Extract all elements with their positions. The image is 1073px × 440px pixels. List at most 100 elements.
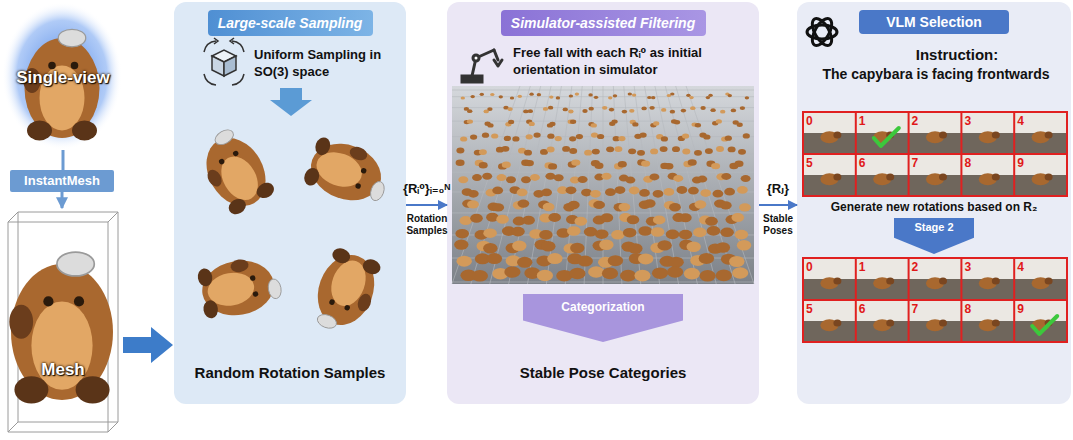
capybara-dot — [502, 162, 511, 168]
capybara-dot — [629, 109, 634, 113]
capybara-dot — [459, 216, 472, 225]
label-slot: 3 — [964, 114, 978, 128]
grid-frame — [803, 112, 1067, 196]
capybara-dot — [591, 123, 597, 127]
text-slot: InstantMesh — [10, 170, 114, 192]
capybara-render — [886, 320, 894, 327]
header-text: Simulator-assisted Filtering — [501, 10, 706, 36]
single-view-image — [2, 2, 122, 150]
capybara-dot — [504, 266, 520, 278]
render-wall — [961, 258, 1014, 300]
capybara-dot — [745, 96, 749, 99]
capybara-dot — [549, 96, 553, 99]
capybara-dot — [619, 203, 631, 211]
capybara-dot — [641, 107, 646, 111]
capybara-dot — [521, 176, 531, 183]
capybara-dot — [575, 217, 588, 226]
capybara-dot — [695, 200, 707, 208]
capybara-dot — [713, 190, 724, 198]
text-slot: Instruction: — [857, 46, 1057, 64]
capybara-render — [886, 174, 894, 181]
capybara-dot — [569, 136, 576, 141]
grid-line — [1013, 112, 1015, 196]
capybara-dot — [679, 213, 692, 222]
floor-line — [471, 86, 530, 284]
connector — [759, 204, 797, 206]
capybara-dot — [725, 136, 732, 141]
capybara-dot — [602, 268, 618, 280]
capybara-dot — [625, 177, 635, 184]
capybara-dot — [568, 110, 573, 114]
render-wall — [1014, 300, 1067, 342]
capybara-dot — [708, 94, 712, 97]
floor-lines — [452, 86, 754, 284]
grid-frame — [803, 258, 1067, 342]
capybara-dot — [547, 253, 562, 264]
capybara-dot — [705, 148, 713, 154]
capybara-dot — [638, 253, 653, 264]
capybara-dot — [651, 96, 655, 99]
capybara-dot — [563, 108, 568, 112]
capybara-dot — [716, 242, 730, 252]
capybara-dot — [482, 133, 489, 138]
text-slot: Uniform Sampling in SO(3) space — [254, 46, 400, 80]
render-wall — [856, 258, 909, 300]
label-slot: 2 — [912, 114, 926, 128]
capybara-dot — [682, 134, 689, 139]
capybara-dot — [566, 186, 577, 194]
render-wall — [803, 300, 856, 342]
render-wall — [961, 112, 1014, 154]
cell-number: 0 — [806, 114, 820, 128]
capybara-dot — [670, 110, 675, 114]
capybara-dot — [584, 150, 592, 156]
capybara-dot — [591, 133, 598, 138]
capybara-dot — [623, 228, 637, 238]
floor-line — [565, 86, 582, 284]
capybara-dot — [487, 253, 502, 264]
capybara-render — [833, 174, 841, 181]
arrow-shape — [523, 294, 683, 342]
capybara-dot — [699, 253, 714, 264]
capybara-dot — [468, 190, 479, 198]
capybara-dot — [669, 203, 681, 211]
capybara-dot — [724, 188, 735, 196]
capybara-dot — [547, 134, 554, 139]
capybara-dot — [512, 241, 526, 251]
dropped-capybaras — [454, 92, 751, 281]
node-text: Free fall with each Rᵢ⁰ as initial orien… — [513, 44, 753, 78]
mesh-bounding-box-part — [8, 422, 18, 432]
capybara-dot — [618, 136, 625, 141]
capybara-render — [1045, 278, 1053, 285]
label-slot: 5 — [806, 156, 820, 170]
mesh-capybara — [9, 252, 113, 403]
render-wall — [909, 258, 962, 300]
floor-line — [452, 86, 520, 284]
capybara-dot — [667, 266, 683, 278]
capybara-dot — [720, 110, 725, 114]
capybara-dot — [653, 215, 666, 224]
capybara-dot — [737, 123, 743, 127]
label-slot: Rotation Samples — [398, 213, 456, 237]
node-text: Instruction: — [857, 46, 1057, 64]
cell-number: 1 — [859, 260, 873, 274]
connector — [406, 204, 447, 206]
capybara-dot — [472, 270, 488, 282]
capybara-dot — [670, 92, 674, 95]
capybara-dot — [729, 256, 744, 267]
capybara-dot — [652, 267, 668, 279]
capybara-dot — [571, 159, 580, 165]
capybara-dot — [601, 213, 614, 222]
capybara-dot — [677, 186, 688, 194]
render-wall — [961, 300, 1014, 342]
capybara-dot — [455, 229, 469, 239]
capybara-dot — [682, 149, 690, 155]
floor-line — [613, 86, 621, 284]
capybara-dot — [517, 257, 532, 268]
capybara-dot — [501, 146, 509, 152]
capybara-dot — [471, 95, 475, 98]
capybara-dot — [720, 228, 734, 238]
grid-line — [960, 258, 962, 342]
capybara-dot — [681, 109, 686, 113]
cell-number: 6 — [859, 302, 873, 316]
capybara-render — [939, 320, 947, 327]
